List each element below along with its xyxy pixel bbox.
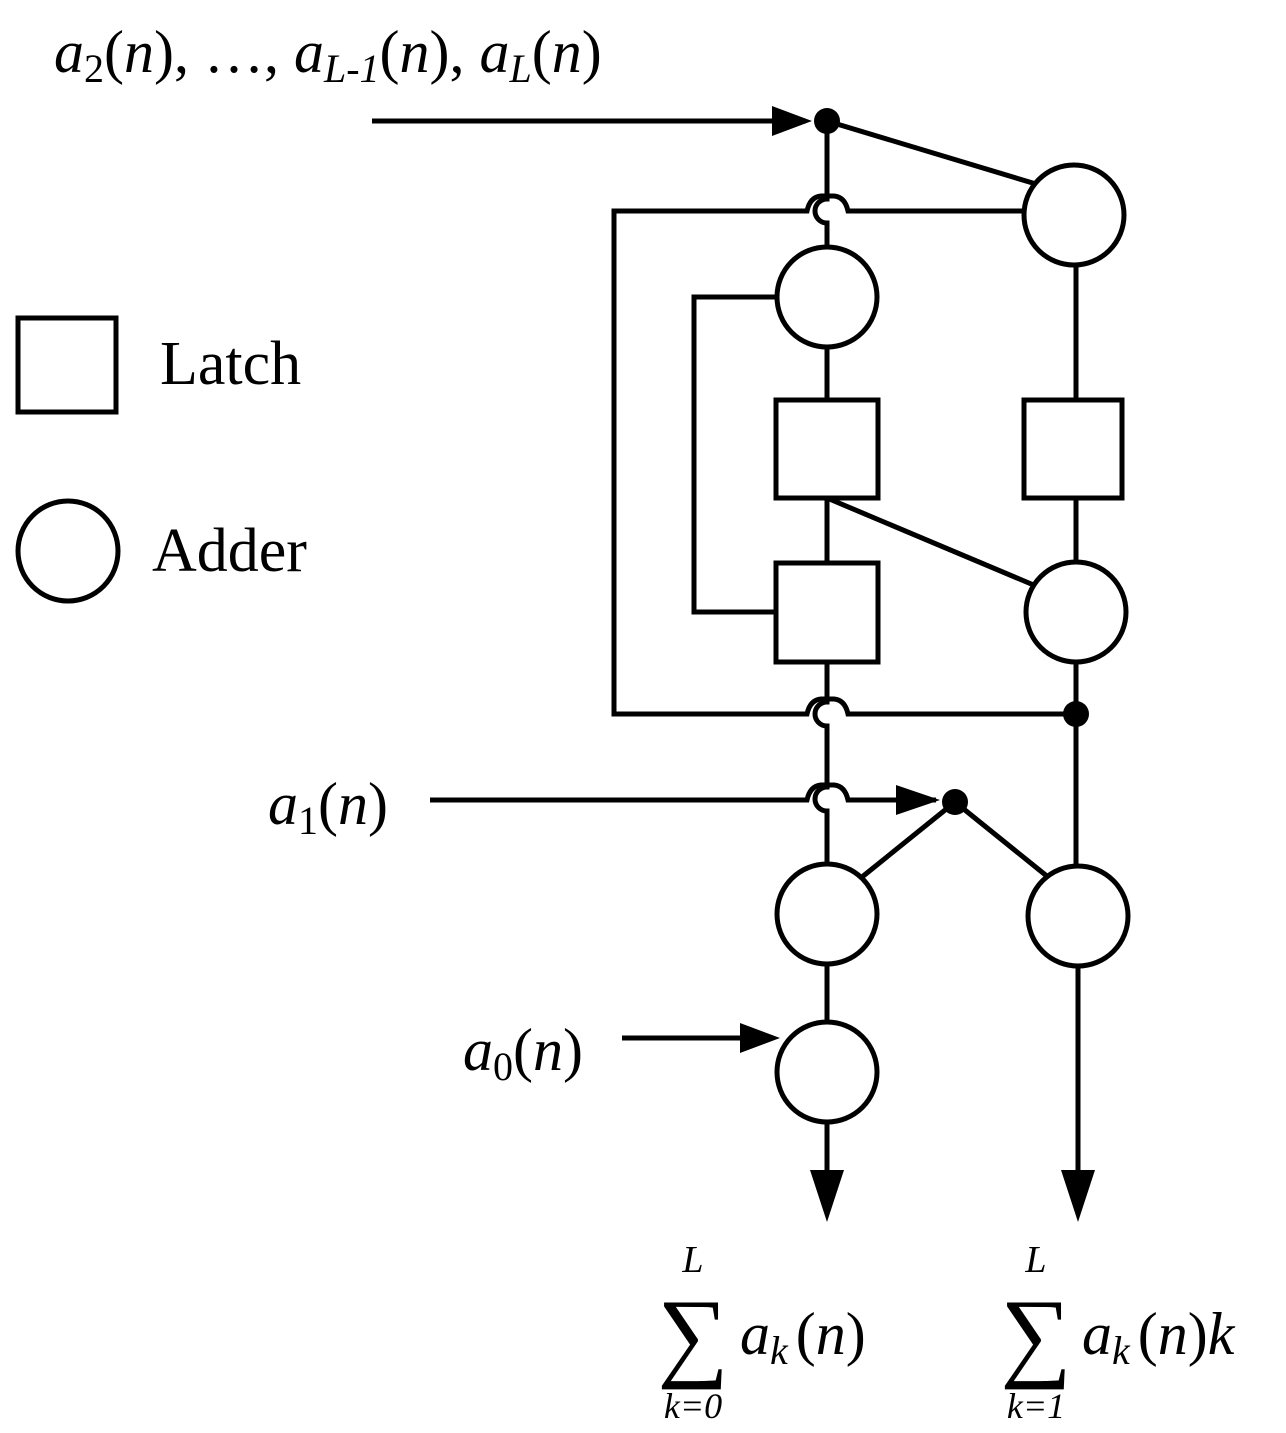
left-output-lower-limit: k=0 bbox=[664, 1386, 722, 1426]
a1-input-label: a1(n) bbox=[268, 771, 388, 843]
legend-latch-label: Latch bbox=[160, 330, 301, 398]
legend-latch-symbol bbox=[15, 315, 119, 415]
left-output-upper-limit: L bbox=[681, 1239, 703, 1281]
a1-input-arrowhead bbox=[896, 785, 940, 815]
wire-outer-feedback bbox=[611, 193, 1076, 717]
a0-input-arrowhead bbox=[740, 1023, 780, 1053]
adders bbox=[774, 162, 1131, 1125]
adder-right-middle bbox=[1023, 559, 1129, 665]
wires bbox=[372, 106, 1095, 1222]
right-output-term: ak(n)k bbox=[1082, 1301, 1236, 1373]
junctions bbox=[814, 108, 1089, 815]
latch-right bbox=[1021, 397, 1125, 501]
left-output-sigma: ∑ bbox=[657, 1279, 728, 1390]
adder-left-final bbox=[774, 1019, 880, 1125]
a0-input-label: a0(n) bbox=[463, 1017, 583, 1089]
left-output-label: L ∑ k=0 ak(n) bbox=[657, 1239, 865, 1426]
right-output-label: L ∑ k=1 ak(n)k bbox=[1000, 1239, 1235, 1426]
wire-a1-to-right-adder bbox=[953, 800, 1050, 879]
right-output-arrowhead bbox=[1061, 1170, 1095, 1222]
legend: Latch Adder bbox=[15, 315, 307, 604]
junction-feedback bbox=[1063, 701, 1089, 727]
latch-left-lower bbox=[773, 560, 881, 665]
wire-left-column-mid bbox=[812, 662, 830, 866]
adder-right-top bbox=[1021, 162, 1127, 268]
adder-right-lower bbox=[1025, 863, 1131, 969]
top-input-label: a2(n), …, aL-1(n), aL(n) bbox=[54, 19, 602, 91]
right-output-upper-limit: L bbox=[1024, 1239, 1046, 1281]
left-output-term: ak(n) bbox=[740, 1301, 866, 1373]
latches bbox=[773, 397, 1125, 665]
legend-adder-label: Adder bbox=[152, 517, 307, 585]
a1-input-line bbox=[430, 782, 936, 803]
wire-latch-to-right-adder bbox=[826, 495, 1037, 589]
junction-top bbox=[814, 108, 840, 134]
wire-left-column-top bbox=[812, 121, 830, 246]
wire-inner-feedback bbox=[691, 294, 776, 615]
left-output-arrowhead bbox=[810, 1170, 844, 1222]
wire-junction-to-right-adder bbox=[826, 118, 1037, 187]
adder-left-lower bbox=[774, 861, 880, 967]
right-output-lower-limit: k=1 bbox=[1007, 1386, 1065, 1426]
adder-left-top bbox=[774, 244, 880, 350]
wire-a1-to-left-adder bbox=[860, 800, 957, 879]
legend-adder-symbol bbox=[15, 498, 121, 604]
junction-a1 bbox=[942, 789, 968, 815]
right-output-sigma: ∑ bbox=[1000, 1279, 1071, 1390]
latch-left-upper bbox=[773, 397, 881, 501]
top-input-arrowhead bbox=[772, 106, 812, 136]
